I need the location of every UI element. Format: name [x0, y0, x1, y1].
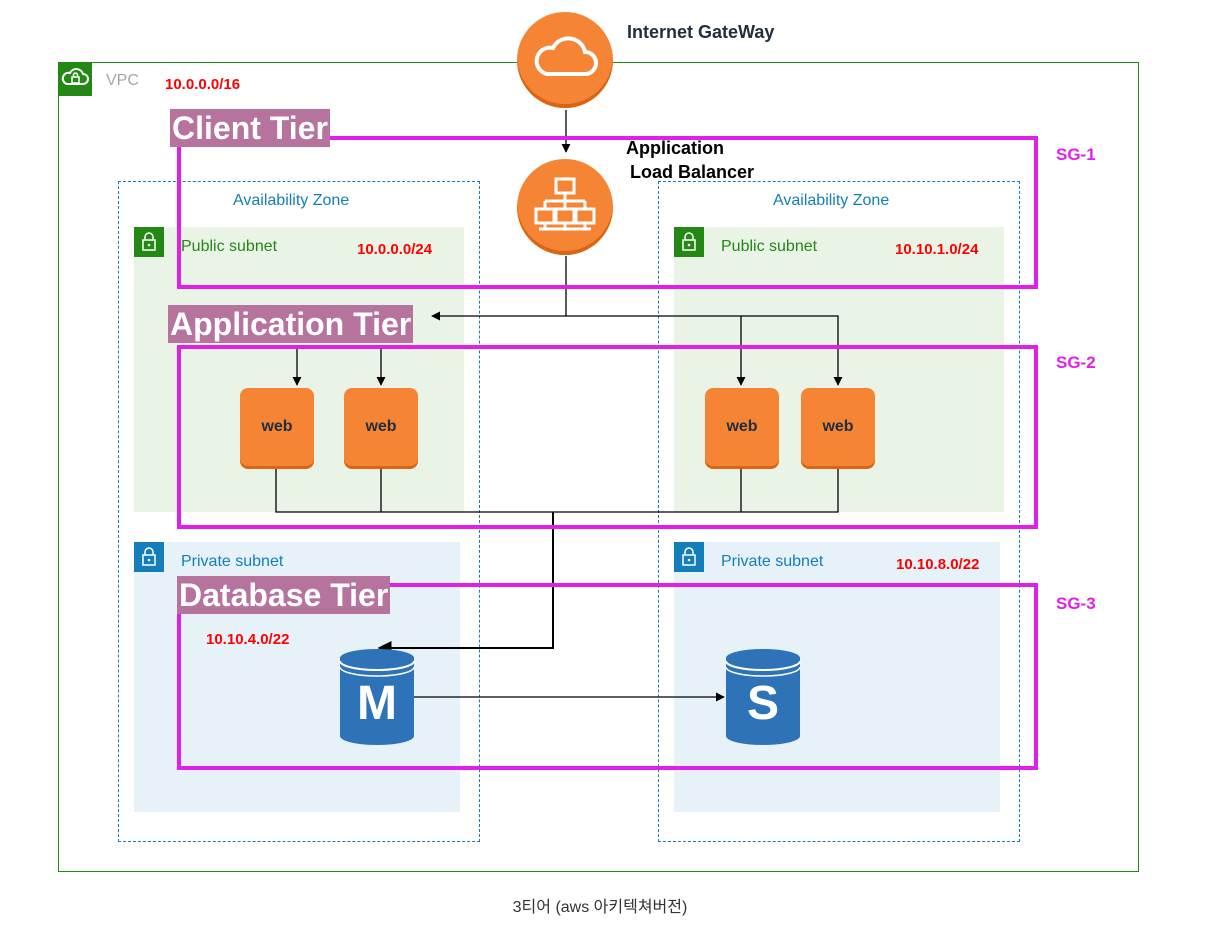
private-subnet-2-padlock-icon [674, 542, 704, 572]
public-subnet-2-label: Public subnet [721, 238, 818, 255]
security-group-3 [177, 583, 1038, 770]
public-subnet-1-padlock-icon [134, 227, 164, 257]
web-to-master-db-arrow [377, 512, 554, 655]
security-group-2 [177, 345, 1038, 529]
slave-db-letter: S [746, 677, 779, 730]
web-server-1: web [240, 388, 314, 466]
public-subnet-2-cidr: 10.10.1.0/24 [895, 241, 979, 258]
public-subnet-2-padlock-icon [674, 227, 704, 257]
master-db-letter: M [357, 677, 397, 730]
web-server-2: web [344, 388, 418, 466]
load-balancer-hierarchy-icon [517, 159, 613, 255]
web-server-1-label: web [261, 418, 293, 435]
public-subnet-1-label: Public subnet [181, 238, 278, 255]
client-tier-label: Client Tier [170, 109, 330, 147]
security-group-1 [177, 136, 1038, 289]
security-group-3-label: SG-3 [1056, 594, 1096, 613]
web-server-4: web [801, 388, 875, 466]
web-server-2-label: web [365, 418, 397, 435]
slave-db-cylinder-icon: S [725, 648, 801, 746]
private-subnet-2-cidr: 10.10.8.0/22 [896, 556, 980, 573]
load-balancer-label-line1: Application [626, 138, 724, 158]
figure-caption: 3티어 (aws 아키텍쳐버전) [512, 899, 688, 916]
alb-to-web-4-arrow [566, 315, 843, 386]
internet-gateway-label: Internet GateWay [627, 22, 775, 42]
private-subnet-1-label: Private subnet [181, 553, 284, 570]
security-group-2-label: SG-2 [1056, 353, 1096, 372]
vpc-cloud-lock-icon [58, 62, 92, 96]
vpc-cidr: 10.0.0.0/16 [165, 76, 241, 93]
availability-zone-2-label: Availability Zone [773, 192, 890, 209]
master-db-cylinder-icon: M [339, 648, 415, 746]
web-merge-line [275, 466, 839, 513]
web-server-4-label: web [822, 418, 854, 435]
database-tier-label: Database Tier [177, 576, 391, 614]
web-server-3: web [705, 388, 779, 466]
public-subnet-1-cidr: 10.0.0.0/24 [357, 241, 433, 258]
load-balancer-label-line2: Load Balancer [629, 162, 755, 182]
application-tier-label: Application Tier [168, 305, 414, 343]
vpc-label: VPC [106, 72, 139, 89]
web-server-3-label: web [726, 418, 758, 435]
availability-zone-1-label: Availability Zone [233, 192, 350, 209]
private-subnet-1-cidr: 10.10.4.0/22 [206, 631, 290, 648]
internet-gateway-cloud-icon [517, 12, 613, 108]
private-subnet-1-padlock-icon [134, 542, 164, 572]
private-subnet-2-label: Private subnet [721, 553, 824, 570]
security-group-1-label: SG-1 [1056, 145, 1096, 164]
